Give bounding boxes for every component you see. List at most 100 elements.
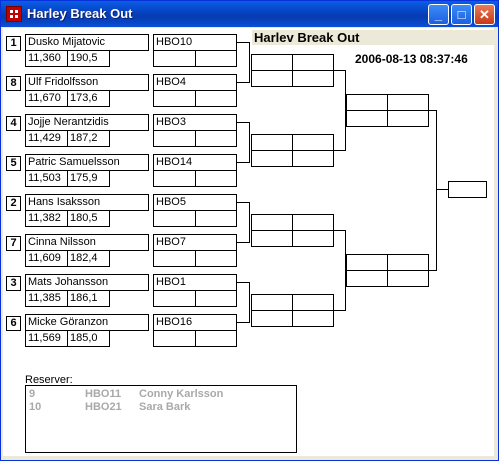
racer-name[interactable]: Jojje Nerantzidis bbox=[25, 114, 149, 131]
title-bar[interactable]: Harley Break Out _ □ ✕ bbox=[1, 1, 498, 27]
bracket-line bbox=[436, 110, 437, 271]
match-cell[interactable] bbox=[292, 294, 334, 311]
match-cell[interactable] bbox=[387, 94, 429, 111]
match-cell[interactable] bbox=[346, 270, 388, 287]
match-cell[interactable] bbox=[292, 70, 334, 87]
racer-name[interactable]: Patric Samuelsson bbox=[25, 154, 149, 171]
bracket-line bbox=[429, 270, 437, 271]
car-code[interactable]: HBO16 bbox=[153, 314, 237, 331]
app-icon[interactable] bbox=[6, 6, 22, 22]
match-cell[interactable] bbox=[292, 310, 334, 327]
match-cell[interactable] bbox=[292, 230, 334, 247]
lane-cell[interactable] bbox=[195, 170, 237, 187]
car-code[interactable]: HBO3 bbox=[153, 114, 237, 131]
match-cell[interactable] bbox=[251, 310, 293, 327]
bracket-line bbox=[237, 122, 250, 123]
racer-time[interactable]: 11,569 bbox=[25, 330, 68, 347]
reserve-code: HBO21 bbox=[85, 401, 122, 413]
car-code[interactable]: HBO4 bbox=[153, 74, 237, 91]
car-code[interactable]: HBO10 bbox=[153, 34, 237, 51]
match-cell[interactable] bbox=[251, 230, 293, 247]
match-cell[interactable] bbox=[251, 294, 293, 311]
lane-cell[interactable] bbox=[195, 210, 237, 227]
reserve-seed: 9 bbox=[29, 388, 36, 400]
lane-cell[interactable] bbox=[195, 330, 237, 347]
match-cell[interactable] bbox=[251, 150, 293, 167]
close-button[interactable]: ✕ bbox=[474, 4, 495, 25]
lane-cell[interactable] bbox=[153, 290, 196, 307]
match-cell[interactable] bbox=[346, 254, 388, 271]
racer-speed[interactable]: 180,5 bbox=[67, 210, 110, 227]
lane-cell[interactable] bbox=[153, 130, 196, 147]
match-cell[interactable] bbox=[251, 70, 293, 87]
bracket-line bbox=[237, 162, 250, 163]
match-cell[interactable] bbox=[346, 110, 388, 127]
reserves-list[interactable]: 9 HBO11 Conny Karlsson 10 HBO21 Sara Bar… bbox=[25, 385, 297, 453]
racer-speed[interactable]: 187,2 bbox=[67, 130, 110, 147]
match-cell[interactable] bbox=[387, 110, 429, 127]
racer-name[interactable]: Cinna Nilsson bbox=[25, 234, 149, 251]
match-cell[interactable] bbox=[251, 54, 293, 71]
lane-cell[interactable] bbox=[153, 250, 196, 267]
racer-time[interactable]: 11,429 bbox=[25, 130, 68, 147]
racer-speed[interactable]: 175,9 bbox=[67, 170, 110, 187]
racer-name[interactable]: Micke Göranzon bbox=[25, 314, 149, 331]
car-code[interactable]: HBO14 bbox=[153, 154, 237, 171]
racer-name[interactable]: Mats Johansson bbox=[25, 274, 149, 291]
car-code[interactable]: HBO1 bbox=[153, 274, 237, 291]
lane-cell[interactable] bbox=[153, 50, 196, 67]
racer-time[interactable]: 11,385 bbox=[25, 290, 68, 307]
car-code[interactable]: HBO7 bbox=[153, 234, 237, 251]
racer-name[interactable]: Ulf Fridolfsson bbox=[25, 74, 149, 91]
lane-cell[interactable] bbox=[153, 170, 196, 187]
racer-time[interactable]: 11,609 bbox=[25, 250, 68, 267]
match-cell[interactable] bbox=[251, 134, 293, 151]
match-cell[interactable] bbox=[292, 54, 334, 71]
lane-cell[interactable] bbox=[195, 50, 237, 67]
bracket-line bbox=[436, 189, 448, 190]
bracket-line bbox=[334, 70, 346, 71]
seed-number: 4 bbox=[6, 116, 21, 131]
match-cell[interactable] bbox=[387, 270, 429, 287]
seed-number: 3 bbox=[6, 276, 21, 291]
reserves-label: Reserver: bbox=[25, 374, 73, 386]
match-cell[interactable] bbox=[251, 214, 293, 231]
lane-cell[interactable] bbox=[153, 330, 196, 347]
lane-cell[interactable] bbox=[195, 90, 237, 107]
seed-number: 2 bbox=[6, 196, 21, 211]
maximize-button[interactable]: □ bbox=[451, 4, 472, 25]
car-code[interactable]: HBO5 bbox=[153, 194, 237, 211]
lane-cell[interactable] bbox=[195, 290, 237, 307]
reserve-name: Conny Karlsson bbox=[139, 388, 224, 400]
racer-time[interactable]: 11,670 bbox=[25, 90, 68, 107]
lane-cell[interactable] bbox=[195, 130, 237, 147]
racer-time[interactable]: 11,360 bbox=[25, 50, 68, 67]
lane-cell[interactable] bbox=[153, 90, 196, 107]
racer-speed[interactable]: 182,4 bbox=[67, 250, 110, 267]
racer-speed[interactable]: 190,5 bbox=[67, 50, 110, 67]
bracket-line bbox=[237, 282, 250, 283]
racer-name[interactable]: Dusko Mijatovic bbox=[25, 34, 149, 51]
seed-number: 8 bbox=[6, 76, 21, 91]
bracket-line bbox=[237, 242, 250, 243]
match-cell[interactable] bbox=[292, 150, 334, 167]
bracket-line bbox=[334, 230, 346, 231]
seed-number: 6 bbox=[6, 316, 21, 331]
match-cell[interactable] bbox=[346, 94, 388, 111]
seed-number: 5 bbox=[6, 156, 21, 171]
bracket-line bbox=[345, 230, 346, 311]
match-cell[interactable] bbox=[292, 214, 334, 231]
bracket-line bbox=[237, 42, 250, 43]
match-cell[interactable] bbox=[292, 134, 334, 151]
lane-cell[interactable] bbox=[195, 250, 237, 267]
racer-speed[interactable]: 173,6 bbox=[67, 90, 110, 107]
winner-cell[interactable] bbox=[448, 181, 487, 198]
match-cell[interactable] bbox=[387, 254, 429, 271]
racer-time[interactable]: 11,382 bbox=[25, 210, 68, 227]
lane-cell[interactable] bbox=[153, 210, 196, 227]
racer-speed[interactable]: 186,1 bbox=[67, 290, 110, 307]
racer-time[interactable]: 11,503 bbox=[25, 170, 68, 187]
minimize-button[interactable]: _ bbox=[428, 4, 449, 25]
racer-speed[interactable]: 185,0 bbox=[67, 330, 110, 347]
racer-name[interactable]: Hans Isaksson bbox=[25, 194, 149, 211]
